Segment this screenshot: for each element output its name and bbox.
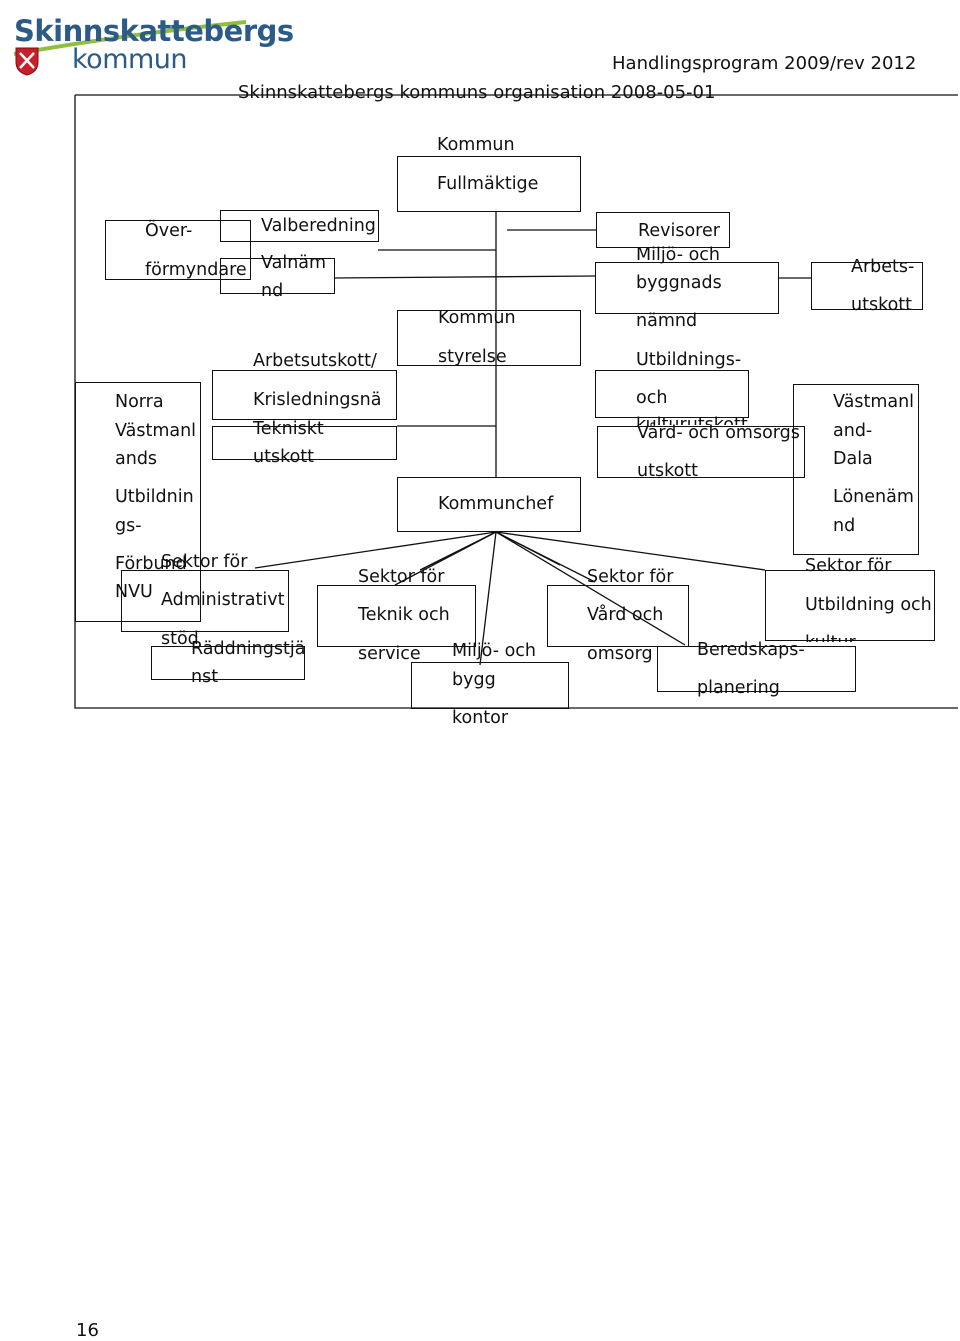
sektor-utb-label-3: kultur [805,634,856,642]
miljokontor-label-3: kontor [452,708,509,728]
lonenamnd-label-2: and- [833,421,873,441]
utbildningsutskott-label-1: Utbildnings- [636,350,742,370]
arbetsutskott-right-label-2: utskott [851,295,913,315]
arbetsutskott-right-box [811,262,923,310]
lonenamnd-label-3: Dala [833,449,873,469]
ks-label-2: styrelse [438,347,507,367]
sektor-vard-label-1: Sektor för [587,567,674,587]
utbildningsutskott-label-3: kulturutskott [636,416,748,425]
kommunchef-box [397,477,581,532]
vard-omsorgsutskott-box [597,426,805,478]
lonenamnd-label-1: Västmanl [833,392,915,412]
sektor-vard-label-2: Vård och [587,605,664,625]
sektor-teknik-box [317,585,476,647]
valberedning-box [220,210,379,242]
organisation-title: Skinnskattebergs kommuns organisation 20… [238,82,716,103]
valnamnd-label-2: nd [261,281,284,301]
utbildningsutskott-label-2: och [636,388,668,408]
program-title: Handlingsprogram 2009/rev 2012 [612,53,917,74]
sektor-teknik-label-3: service [358,644,421,664]
raddning-label-2: nst [191,667,219,687]
utbildningsutskott-label-3-clip: kulturutskott [636,416,756,425]
valnamnd-box [220,258,335,294]
tekniskt-label-1: Tekniskt [253,419,324,439]
miljokontor-label-2: bygg [452,670,496,690]
raddningstjanst-box [151,646,305,680]
vardutskott-label-1: Vård- och omsorgs [637,423,800,443]
ks-label-1: Kommun [438,308,516,328]
krisledning-label: Krisledningsnä [253,390,382,410]
arbetsutskott-label: Arbetsutskott/ [253,351,377,371]
nvu-label-3: ands [115,449,158,469]
miljo-byggnadsnamnd-box [595,262,779,314]
miljo-byggkontor-box [411,662,569,709]
nvu-box [75,382,201,622]
valnamnd-label-1: Valnäm [261,253,327,273]
arbetsutskott-right-label-1: Arbets- [851,257,915,277]
kf-label-2: Fullmäktige [437,174,539,194]
overformyndare-box [105,220,251,280]
valberedning-label: Valberedning [261,216,376,236]
revisorer-label: Revisorer [638,221,720,241]
coat-of-arms-icon [15,47,39,76]
nvu-label-4: Utbildnin [115,487,194,507]
sektor-utb-label-1: Sektor för [805,556,892,576]
kommunstyrelse-box [397,310,581,366]
tekniskt-utskott-box [212,426,397,460]
nvu-label-2: Västmanl [115,421,197,441]
sektor-utb-label-3-clip: kultur [805,634,865,642]
nvu-label-7: NVU [115,582,153,602]
overformyndare-label-1: Över- [145,221,193,241]
miljokontor-label-1: Miljö- och [452,641,537,661]
sektor-teknik-label-2: Teknik och [358,605,450,625]
logo-line-1: Skinnskattebergs [14,14,294,48]
miljonamnd-label-1: Miljö- och [636,245,721,265]
diagram-frame [74,94,958,709]
kommunfullmaktige-box [397,156,581,212]
logo-swoosh-icon [13,20,247,56]
logo-line-2: kommun [72,44,188,75]
krisledning-box [212,370,397,420]
sektor-vard-box [547,585,689,647]
sektor-adm-label-1: Sektor för [161,552,248,572]
sektor-teknik-label-1: Sektor för [358,567,445,587]
lonenamnd-label-4: Lönenäm [833,487,914,507]
beredskap-label-1: Beredskaps- [697,640,805,660]
municipality-logo: Skinnskattebergs kommun [8,10,294,76]
sektor-utbildning-box [765,570,935,641]
nvu-label-1: Norra [115,392,164,412]
nvu-label-6: Förbund [115,554,187,574]
sektor-adm-label-2: Administrativt [161,590,285,610]
kf-label-1: Kommun [437,135,515,155]
beredskapsplanering-box [657,646,856,692]
tekniskt-label-2: utskott [253,447,315,467]
miljonamnd-label-2: byggnads [636,273,722,293]
raddning-label-1: Räddningstjä [191,639,306,659]
miljonamnd-label-3: nämnd [636,311,698,331]
beredskap-label-2: planering [697,678,780,698]
revisorer-box [596,212,730,248]
overformyndare-label-2: förmyndare [145,260,247,280]
nvu-label-5: gs- [115,516,142,536]
lonenamnd-box [793,384,919,555]
sektor-administrativt-box [121,570,289,632]
sektor-utb-label-2: Utbildning och [805,595,932,615]
page-number: 16 [76,1320,99,1341]
sektor-vard-label-3: omsorg [587,644,653,664]
sektor-adm-label-3: stöd [161,629,199,649]
lonenamnd-label-5: nd [833,516,856,536]
kommunchef-label: Kommunchef [438,494,554,514]
utbildningsutskott-box [595,370,749,418]
vardutskott-label-2: utskott [637,461,699,481]
